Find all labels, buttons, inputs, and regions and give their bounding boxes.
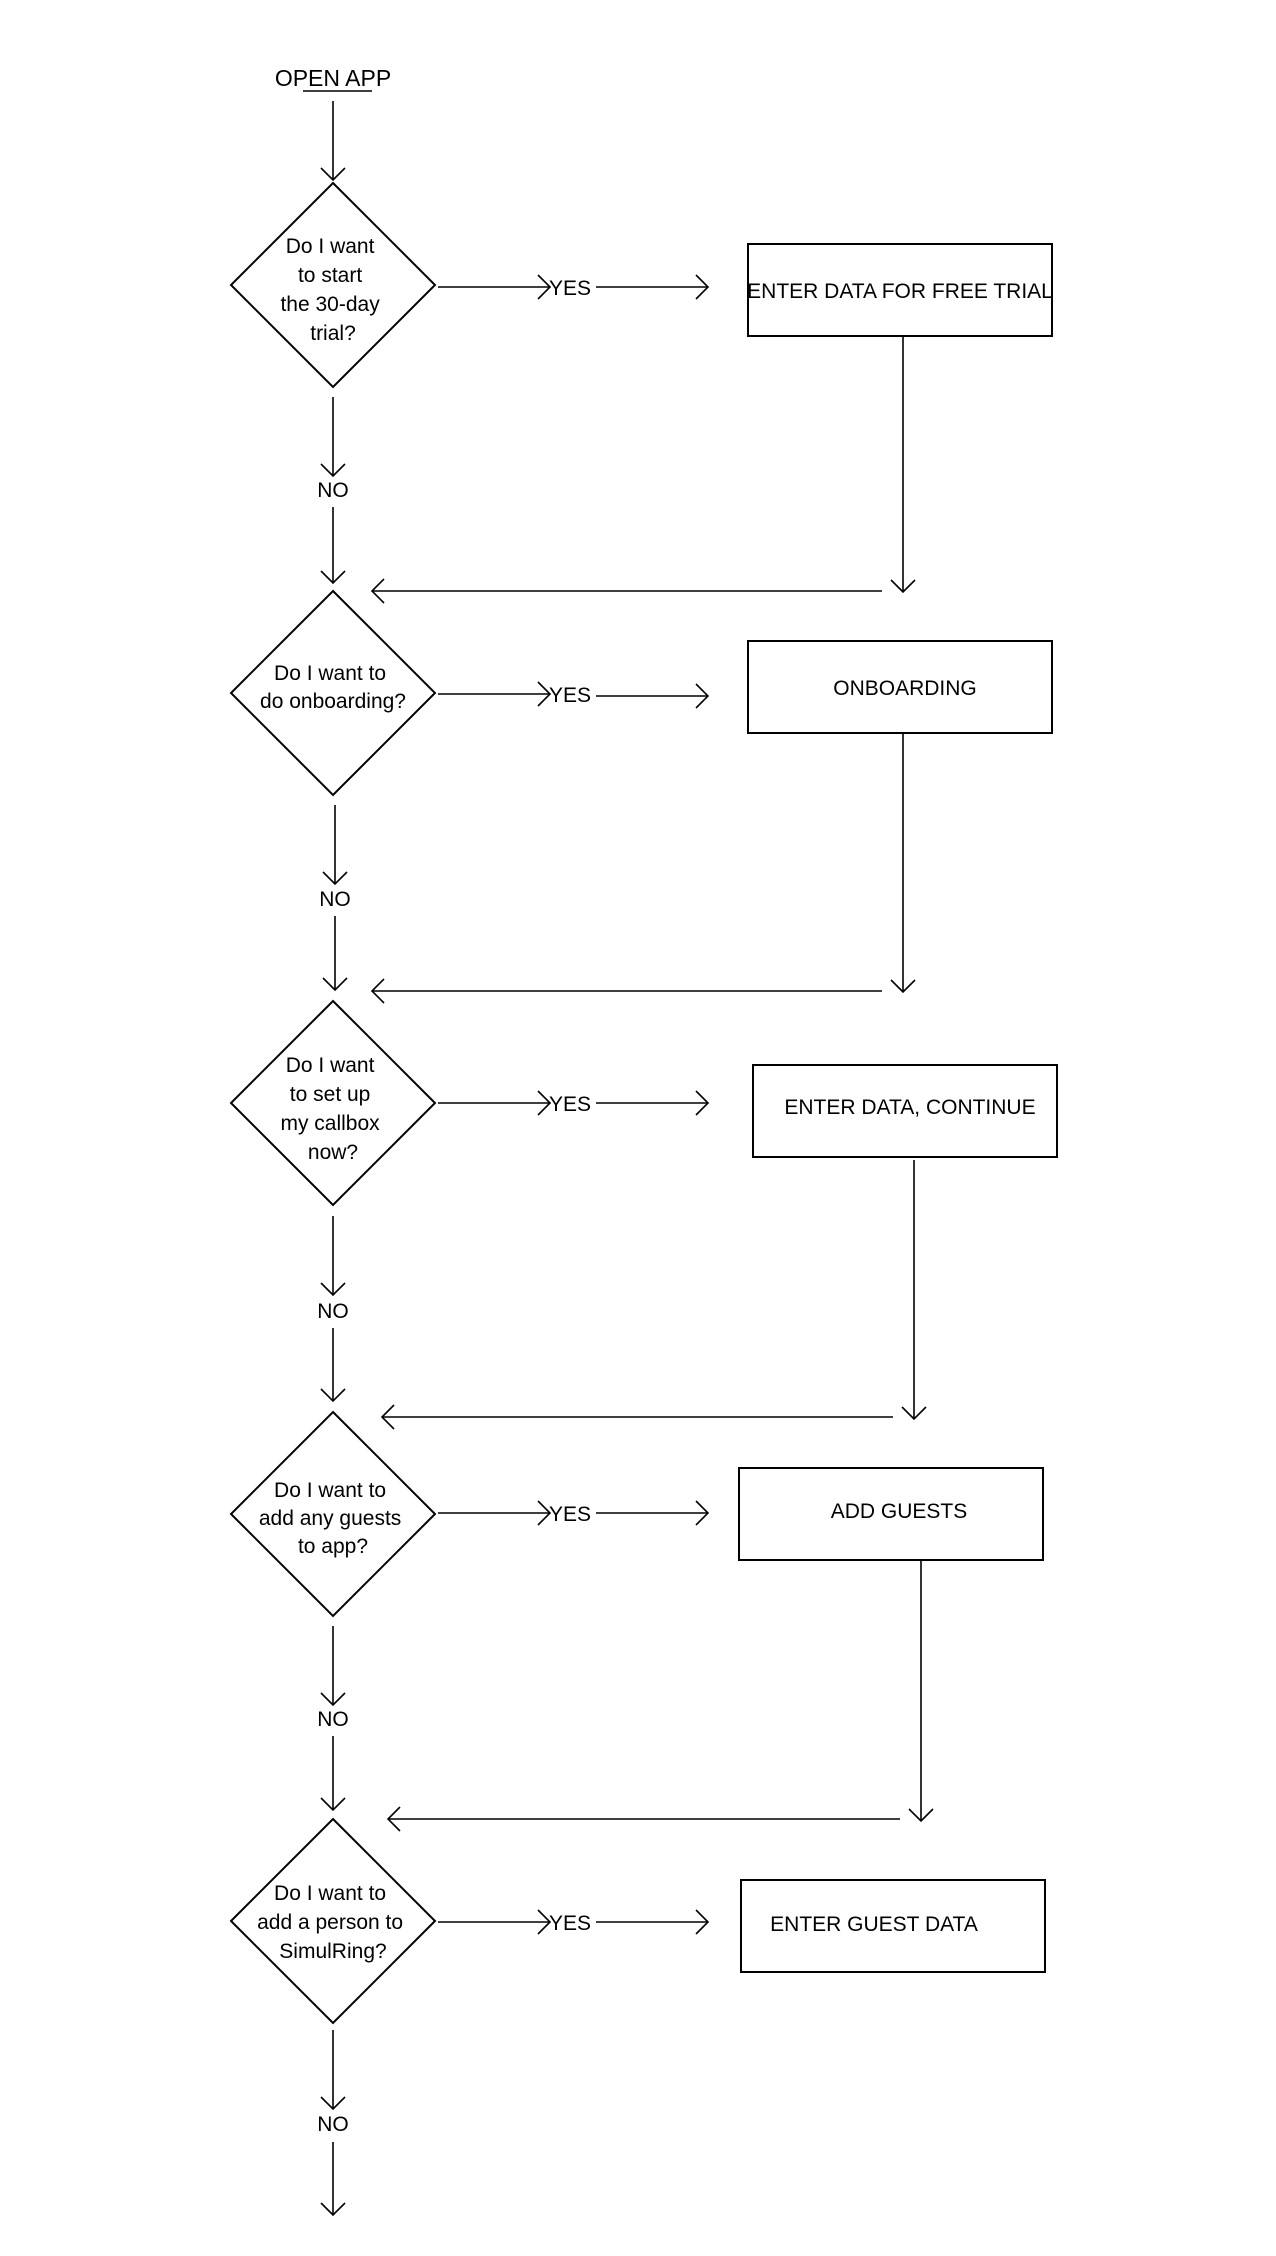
decision-2-question: Do I want to do onboarding? <box>260 662 406 713</box>
action-3: ENTER DATA, CONTINUE <box>752 1064 1058 1158</box>
no-branch-4: NO <box>317 1626 349 1812</box>
yes-branch-3: YES <box>438 1090 710 1116</box>
action-2-box <box>747 640 1053 734</box>
yes-label-2: YES <box>549 684 591 707</box>
decision-2: Do I want to do onboarding? <box>229 589 437 797</box>
decision-1-question: Do I want to start the 30-day trial? <box>280 235 385 345</box>
yes-branch-2: YES <box>438 681 710 709</box>
return-arrow-4 <box>386 1560 934 1832</box>
action-1-label: ENTER DATA FOR FREE TRIAL <box>747 280 1053 303</box>
yes-label-1: YES <box>549 277 591 300</box>
start-arrow <box>320 101 346 182</box>
no-branch-5: NO <box>317 2030 349 2217</box>
start-label: OPEN APP <box>275 65 391 91</box>
return-arrow-2 <box>370 733 916 1004</box>
action-5-box <box>740 1879 1046 1973</box>
decision-1-diamond <box>229 181 437 389</box>
no-branch-3: NO <box>317 1216 349 1403</box>
no-label-1: NO <box>317 479 349 502</box>
decision-5: Do I want to add a person to SimulRing? <box>229 1817 437 2025</box>
decision-4: Do I want to add any guests to app? <box>229 1410 437 1618</box>
return-arrow-3 <box>380 1160 927 1430</box>
decision-3-diamond <box>229 999 437 1207</box>
action-2: ONBOARDING <box>747 640 1053 734</box>
no-label-2: NO <box>319 888 351 911</box>
decision-4-question: Do I want to add any guests to app? <box>259 1479 407 1558</box>
decision-3: Do I want to set up my callbox now? <box>229 999 437 1207</box>
action-4-box <box>738 1467 1044 1561</box>
yes-label-5: YES <box>549 1912 591 1935</box>
return-arrow-1 <box>370 336 916 604</box>
decision-1: Do I want to start the 30-day trial? <box>229 181 437 389</box>
action-2-label: ONBOARDING <box>833 677 977 700</box>
no-label-3: NO <box>317 1300 349 1323</box>
no-label-4: NO <box>317 1708 349 1731</box>
yes-branch-5: YES <box>438 1909 710 1935</box>
action-1: ENTER DATA FOR FREE TRIAL <box>747 243 1053 337</box>
yes-branch-4: YES <box>438 1500 710 1526</box>
action-5: ENTER GUEST DATA <box>740 1879 1046 1973</box>
action-1-box <box>747 243 1053 337</box>
action-3-label: ENTER DATA, CONTINUE <box>784 1096 1035 1119</box>
action-4: ADD GUESTS <box>738 1467 1044 1561</box>
decision-5-diamond <box>229 1817 437 2025</box>
decision-4-diamond <box>229 1410 437 1618</box>
yes-label-3: YES <box>549 1093 591 1116</box>
yes-branch-1: YES <box>438 274 710 300</box>
decision-2-diamond <box>229 589 437 797</box>
yes-label-4: YES <box>549 1503 591 1526</box>
no-branch-2: NO <box>319 805 351 992</box>
decision-5-question: Do I want to add a person to SimulRing? <box>257 1882 409 1963</box>
action-4-label: ADD GUESTS <box>831 1500 968 1523</box>
action-5-label: ENTER GUEST DATA <box>770 1913 978 1936</box>
no-branch-1: NO <box>317 397 349 585</box>
decision-3-question: Do I want to set up my callbox now? <box>280 1054 385 1164</box>
action-3-box <box>752 1064 1058 1158</box>
no-label-5: NO <box>317 2113 349 2136</box>
